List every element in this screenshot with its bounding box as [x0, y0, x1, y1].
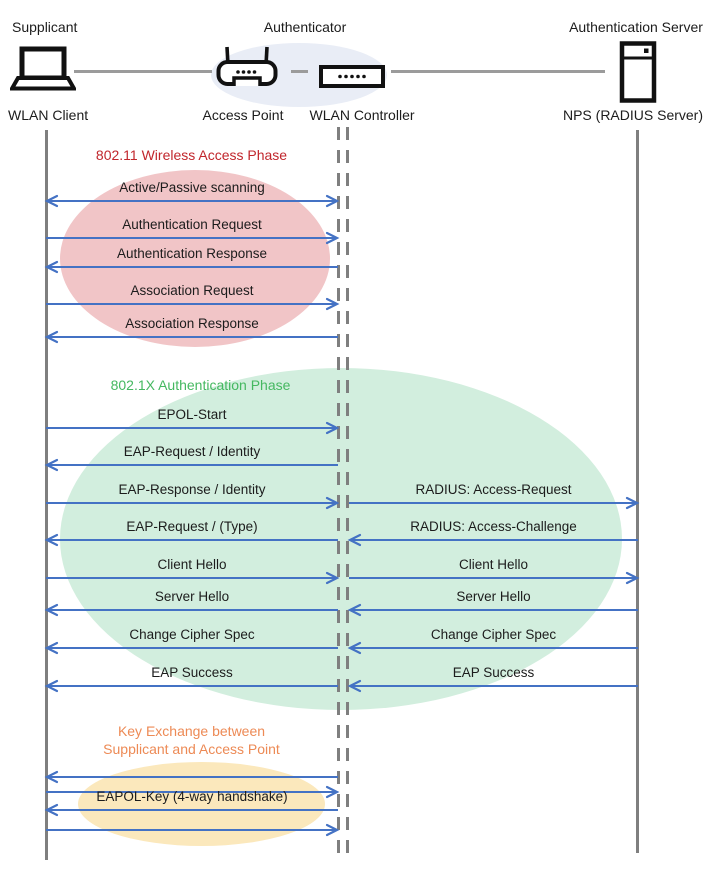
message-arrow: [347, 641, 638, 655]
message-arrow: [44, 458, 338, 472]
message-arrow: [44, 603, 338, 617]
phase1-ellipse: [60, 170, 330, 347]
role-supplicant: Supplicant: [12, 19, 78, 35]
message-label: Client Hello: [157, 557, 227, 572]
access-point-icon: [216, 46, 278, 86]
message-label: EAP Success: [151, 665, 233, 680]
message-label: RADIUS: Access-Request: [415, 482, 572, 497]
message-label: Authentication Request: [122, 217, 262, 232]
message-arrow: [347, 603, 638, 617]
wlan-controller-lifeline-left: [337, 127, 340, 863]
message-arrow: [46, 785, 340, 799]
role-authentication-server: Authentication Server: [569, 19, 703, 35]
link-line-ap-controller: [291, 70, 308, 73]
message-label: Authentication Response: [116, 246, 268, 261]
message-arrow: [44, 260, 338, 274]
message-arrow: [44, 770, 338, 784]
message-arrow: [46, 421, 340, 435]
message-arrow: [46, 496, 340, 510]
message-arrow: [347, 679, 638, 693]
message-label: Change Cipher Spec: [129, 627, 255, 642]
actor-wlan-client-label: WLAN Client: [8, 107, 89, 123]
laptop-icon: [10, 46, 76, 91]
message-label: Change Cipher Spec: [430, 627, 557, 642]
message-label: EPOL-Start: [157, 407, 227, 422]
message-label: RADIUS: Access-Challenge: [410, 519, 577, 534]
phase1-title: 802.11 Wireless Access Phase: [95, 147, 288, 163]
actor-access-point-label: Access Point: [202, 107, 284, 123]
message-arrow: [347, 533, 638, 547]
wlan-client-lifeline: [45, 130, 48, 860]
message-label: Client Hello: [458, 557, 529, 572]
message-arrow: [44, 533, 338, 547]
phase3-title-line2: Supplicant and Access Point: [103, 741, 280, 757]
message-label: Association Request: [130, 283, 254, 298]
message-arrow: [44, 641, 338, 655]
message-arrow: [46, 571, 340, 585]
role-authenticator: Authenticator: [263, 19, 347, 35]
actor-nps-label: NPS (RADIUS Server): [562, 107, 704, 123]
server-icon: [619, 41, 657, 103]
message-label: Server Hello: [154, 589, 230, 604]
message-arrow: [46, 231, 340, 245]
link-line-controller-server: [391, 70, 605, 73]
message-label: EAP-Response / Identity: [118, 482, 266, 497]
message-arrow: [46, 297, 340, 311]
message-label: Server Hello: [456, 589, 531, 604]
link-line-client-ap: [74, 70, 212, 73]
message-label: EAP-Request / Identity: [123, 444, 261, 459]
message-arrow: [349, 571, 640, 585]
phase3-title-line1: Key Exchange between: [117, 723, 266, 739]
actor-wlan-controller-label: WLAN Controller: [309, 107, 415, 123]
message-arrow: [46, 823, 340, 837]
message-label: EAP-Request / (Type): [126, 519, 258, 534]
message-arrow: [349, 496, 640, 510]
message-label: Association Response: [125, 316, 259, 331]
nps-lifeline: [636, 130, 639, 853]
message-label: EAPOL-Key (4-way handshake): [96, 789, 288, 804]
wlan-controller-lifeline-right: [346, 127, 349, 863]
message-arrow: [44, 803, 338, 817]
wlan-controller-icon: [319, 65, 385, 88]
message-label: Active/Passive scanning: [119, 180, 265, 195]
phase2-title: 802.1X Authentication Phase: [110, 377, 291, 393]
message-arrow: [44, 679, 338, 693]
message-label: EAP Success: [452, 665, 535, 680]
message-arrow: [44, 330, 338, 344]
message-arrow: [44, 194, 340, 208]
